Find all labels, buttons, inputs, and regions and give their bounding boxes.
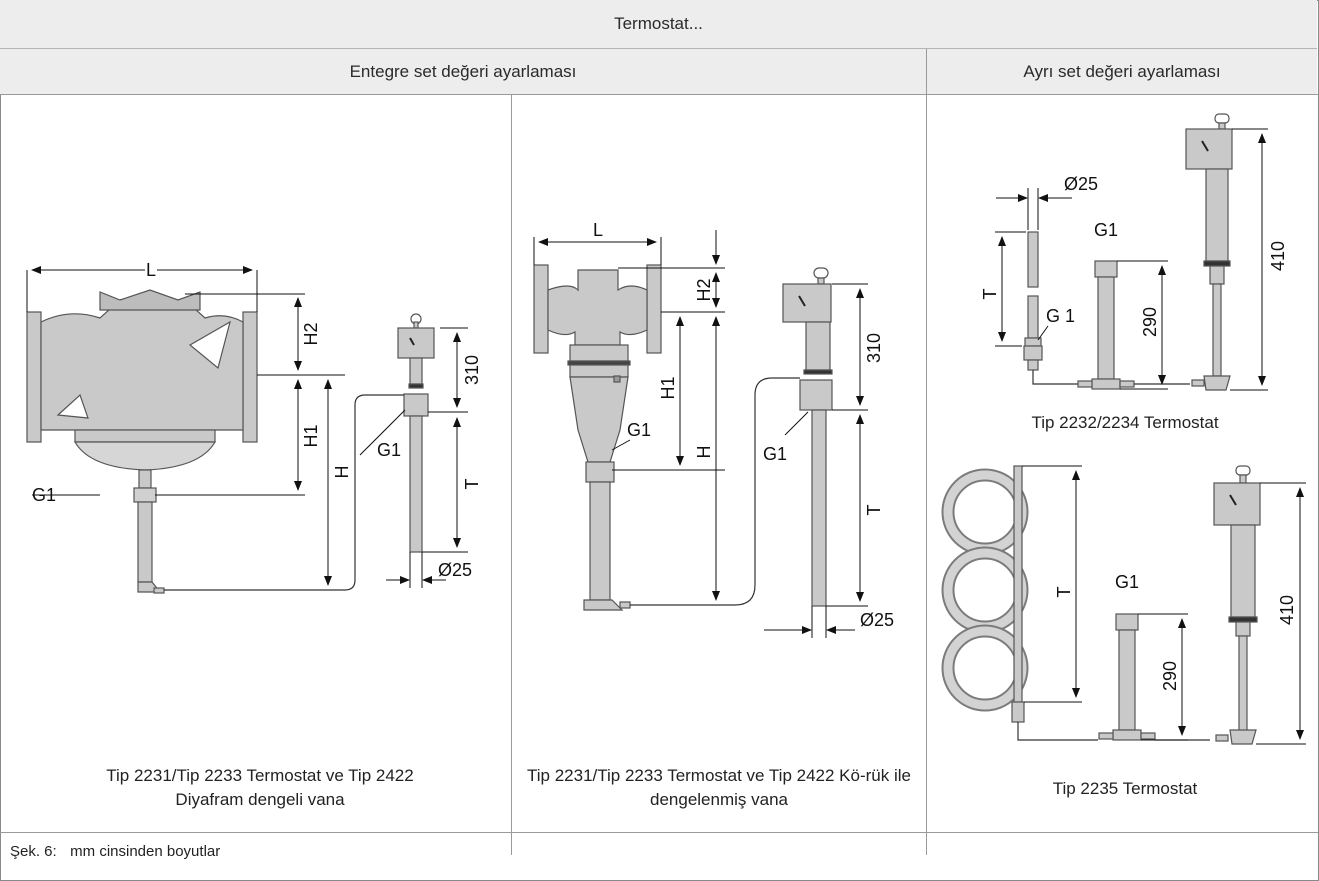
panel-1-dimension-lines: [26, 266, 468, 588]
p3-label-G1: G1: [1094, 220, 1118, 240]
p1-label-H1: H1: [301, 424, 321, 447]
footer-divider: [0, 832, 1318, 833]
caption-panel-2: Tip 2231/Tip 2233 Termostat ve Tip 2422 …: [527, 766, 911, 809]
capillary-coil: [941, 468, 1029, 712]
p4-label-T: T: [1054, 587, 1074, 598]
p2-label-310: 310: [864, 333, 884, 363]
p2-label-L: L: [593, 220, 603, 240]
p3-label-G1-sensor: G 1: [1046, 306, 1075, 326]
p1-label-dia: Ø25: [438, 560, 472, 580]
panel-2-drawing: L H2 H1 H G1 G1 310 T Ø25: [533, 220, 894, 638]
p2-label-G1-sensor: G1: [763, 444, 787, 464]
p1-label-G1-sensor: G1: [377, 440, 401, 460]
p1-label-310: 310: [462, 355, 482, 385]
p3-label-410: 410: [1268, 241, 1288, 271]
p2-label-T: T: [864, 505, 884, 516]
p1-label-L: L: [146, 260, 156, 280]
thermostat-sensor-1: [397, 313, 435, 553]
p2-label-H1: H1: [658, 376, 678, 399]
column-divider-middle: [511, 94, 512, 855]
thermostat-sensor-2: [782, 267, 833, 607]
header-separate-setpoint: Ayrı set değeri ayarlaması: [927, 49, 1317, 94]
p2-label-G1-valve: G1: [627, 420, 651, 440]
p3-label-290: 290: [1140, 307, 1160, 337]
caption-panel-1: Tip 2231/Tip 2233 Termostat ve Tip 2422 …: [106, 766, 414, 809]
p4-label-410: 410: [1277, 595, 1297, 625]
p3-label-dia: Ø25: [1064, 174, 1098, 194]
p2-label-H2: H2: [694, 278, 714, 301]
valve-body-bellows: [533, 264, 662, 611]
header-divider: [0, 94, 1318, 95]
p3-label-T: T: [980, 289, 1000, 300]
figure-footnote: Şek. 6: mm cinsinden boyutlar: [10, 843, 220, 860]
p1-label-H: H: [332, 466, 352, 479]
p2-label-H: H: [694, 446, 714, 459]
table-title: Termostat...: [0, 0, 1317, 49]
valve-body-diaphragm: [26, 289, 258, 594]
footnote-text: mm cinsinden boyutlar: [70, 843, 221, 860]
p1-label-H2: H2: [301, 322, 321, 345]
panel-3-drawing: Ø25 G1 T G 1 290 410: [980, 113, 1288, 391]
p2-label-dia: Ø25: [860, 610, 894, 630]
caption-panel-4: Tip 2235 Termostat: [1052, 779, 1198, 798]
p4-label-290: 290: [1160, 661, 1180, 691]
footnote-label: Şek. 6:: [10, 843, 57, 860]
p4-label-G1: G1: [1115, 572, 1139, 592]
p1-label-G1-valve: G1: [32, 485, 56, 505]
p1-label-T: T: [462, 479, 482, 490]
header-integrated-setpoint: Entegre set değeri ayarlaması: [0, 49, 926, 94]
panel-4-drawing: G1 T 290 410: [941, 465, 1306, 745]
column-divider-right: [926, 49, 927, 855]
panel-1-drawing: L H2 H1 H G1 G1 310 T Ø25: [26, 259, 482, 594]
caption-panel-3: Tip 2232/2234 Termostat: [1031, 413, 1219, 432]
panel-2-dimension-lines: [533, 230, 868, 638]
